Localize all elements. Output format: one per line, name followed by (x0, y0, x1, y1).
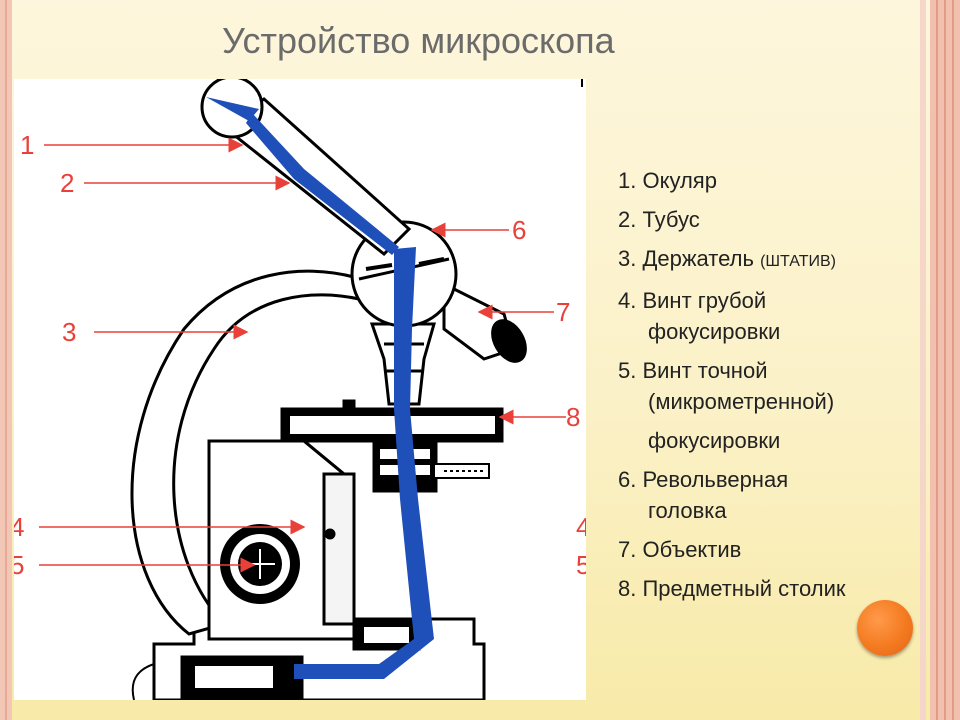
callout-6: 6 (512, 215, 526, 245)
legend-item-5-cont: (микрометренной) (648, 389, 835, 414)
callout-5: 5 (14, 550, 24, 580)
legend-item-2: 2. Тубус (618, 207, 700, 232)
callout-4-right: 4 (576, 512, 586, 542)
callout-2: 2 (60, 168, 74, 198)
legend-item-6-cont: головка (648, 498, 727, 523)
callout-7: 7 (556, 297, 570, 327)
legend-item-3-label: 3. Держатель (618, 246, 754, 271)
legend-item-3: 3. Держатель (ШТАТИВ) (618, 243, 846, 277)
legend-item-7: 7. Объектив (618, 537, 742, 562)
callout-arrows (39, 137, 566, 573)
legend-item-1: 1. Окуляр (618, 168, 717, 193)
legend-item-4-cont: фокусировки (648, 319, 781, 344)
legend-item-6: 6. Револьверная (618, 467, 789, 492)
callout-labels: 1 2 3 4 5 6 7 8 4 5 (14, 130, 586, 580)
legend-item-8: 8. Предметный столик (618, 576, 846, 601)
right-inner-border (920, 0, 926, 720)
slide-title: Устройство микроскопа (222, 20, 615, 61)
left-border-stripe (0, 0, 12, 720)
callout-5-right: 5 (576, 550, 586, 580)
legend-item-4: 4. Винт грубой (618, 288, 767, 313)
callout-1: 1 (20, 130, 34, 160)
legend-item-3-note: (ШТАТИВ) (760, 253, 836, 270)
focus-knob (220, 524, 300, 604)
callout-3: 3 (62, 317, 76, 347)
callout-8: 8 (566, 402, 580, 432)
microscope-drawing: 1 2 3 4 5 6 7 8 4 5 (14, 79, 586, 700)
legend-item-5-cont2: фокусировки (648, 428, 781, 453)
orange-decoration-circle (857, 600, 913, 656)
legend-item-5: 5. Винт точной (618, 358, 768, 383)
callout-4: 4 (14, 512, 24, 542)
light-path (206, 97, 434, 679)
right-border-stripes (930, 0, 960, 720)
parts-legend: 1. Окуляр 2. Тубус 3. Держатель (ШТАТИВ)… (618, 165, 846, 604)
microscope-diagram: 1 2 3 4 5 6 7 8 4 5 (14, 79, 586, 700)
